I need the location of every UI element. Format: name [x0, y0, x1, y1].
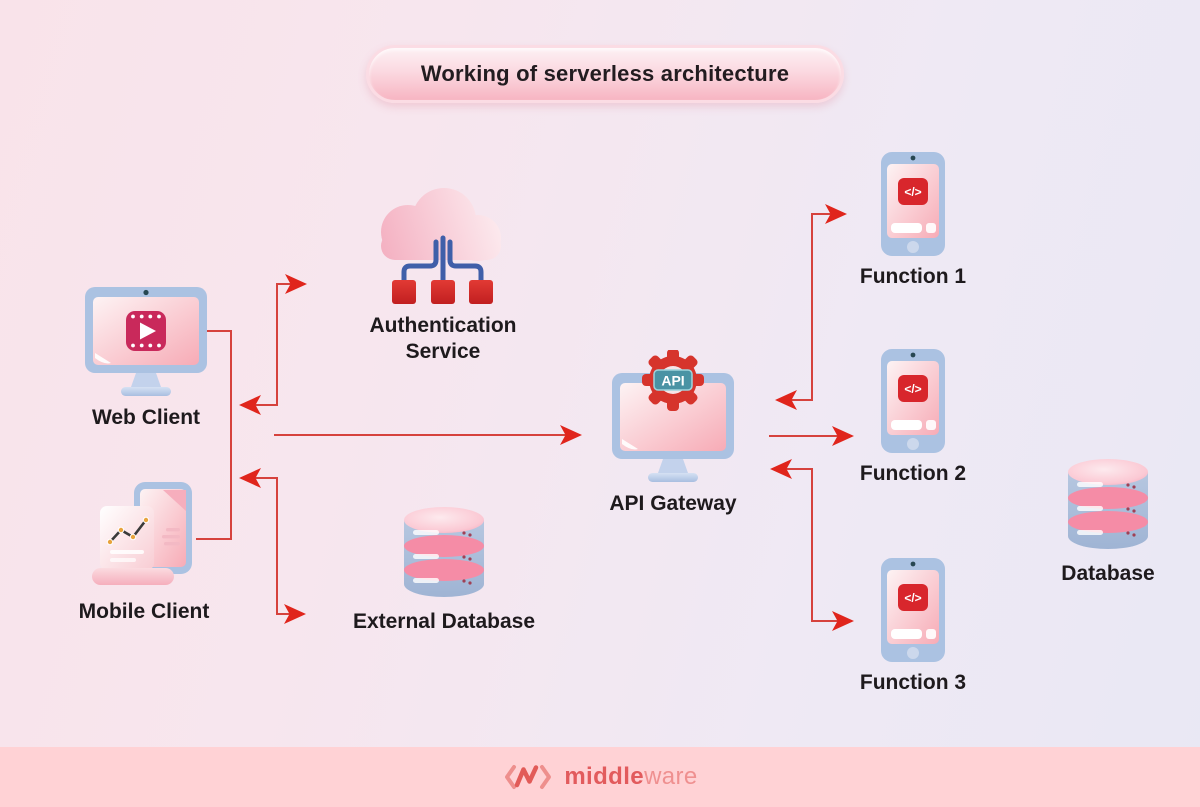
connector-clients-external-database	[239, 468, 306, 624]
node-auth-service: Authentication Service	[348, 180, 538, 365]
phone-code-icon: </>	[881, 558, 945, 662]
node-label: Mobile Client	[78, 600, 210, 623]
cloud-network-icon	[381, 188, 501, 304]
api-badge-text: API	[661, 373, 684, 389]
api-badge	[653, 369, 693, 391]
node-function-2: </> Function 2	[823, 348, 1003, 487]
database-icon	[404, 507, 484, 597]
brand-wordmark: middleware	[564, 763, 697, 791]
node-api-gateway: API API Gateway	[583, 350, 763, 517]
node-web-client: Web Client	[56, 286, 236, 431]
phone-code-icon: </>	[881, 349, 945, 453]
node-function-1: </> Function 1	[823, 151, 1003, 290]
network-nodes-icon	[401, 235, 484, 283]
node-label: Authentication Service	[369, 314, 517, 364]
mobile-report-icon	[92, 482, 192, 585]
middleware-logo-icon	[505, 765, 552, 789]
footer-bar: middleware	[0, 747, 1200, 807]
database-icon	[1068, 459, 1148, 549]
phone-code-icon: </>	[881, 152, 945, 256]
monitor-icon	[85, 287, 207, 396]
code-icon: </>	[904, 185, 921, 199]
title-pill: Working of serverless architecture	[366, 45, 844, 103]
chart-card-icon	[92, 506, 174, 585]
node-label: Database	[1061, 562, 1155, 585]
gear-icon: API	[642, 350, 704, 411]
node-label: External Database	[352, 610, 536, 633]
brand-bold: middle	[564, 763, 645, 790]
node-label: Function 3	[859, 671, 967, 694]
code-icon: </>	[904, 591, 921, 605]
api-gateway-icon: API	[612, 350, 734, 482]
node-mobile-client: Mobile Client	[54, 480, 234, 625]
brand-light: ware	[644, 763, 698, 790]
node-label: Function 2	[859, 462, 967, 485]
node-database: Database	[1018, 452, 1198, 587]
code-icon: </>	[904, 382, 921, 396]
connector-web-client-auth-service	[239, 274, 307, 415]
diagram-title: Working of serverless architecture	[420, 61, 790, 86]
node-external-database: External Database	[344, 500, 544, 635]
node-label: API Gateway	[609, 492, 737, 515]
node-label: Function 1	[859, 265, 967, 288]
node-label: Web Client	[91, 406, 201, 429]
node-function-3: </> Function 3	[823, 557, 1003, 696]
video-player-icon	[126, 311, 166, 351]
